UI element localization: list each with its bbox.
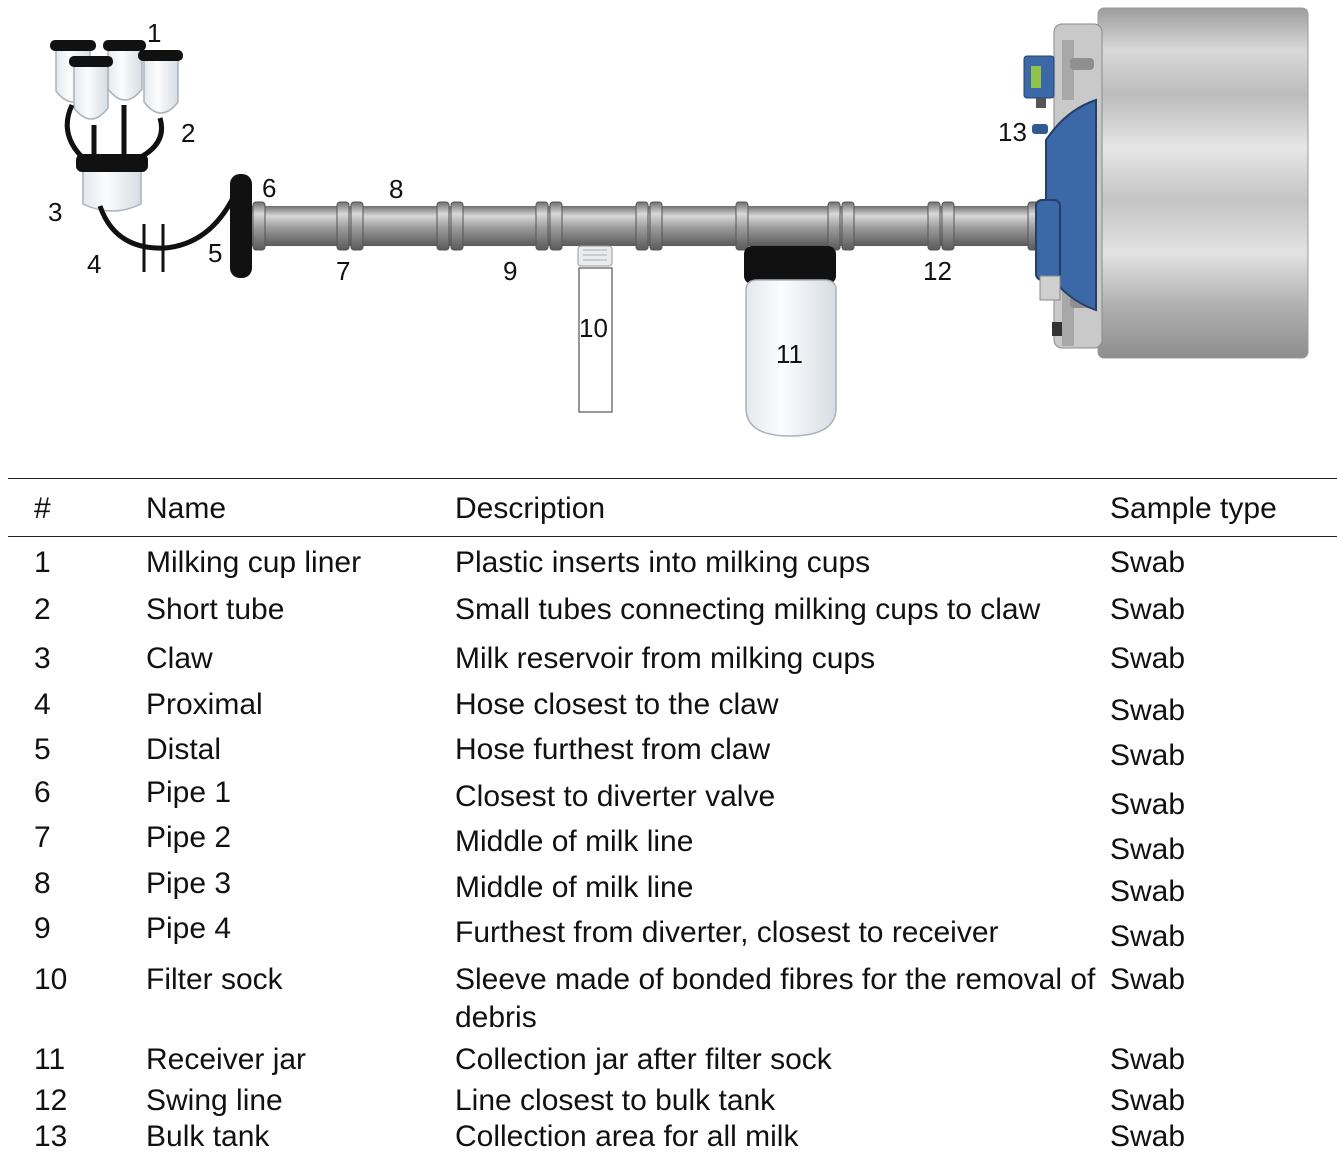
milking-system-diagram: 1 2 3 4 5 6 7 8 9 10 11 12 13: [48, 7, 1309, 437]
receiver-jar: [744, 246, 837, 437]
cell-description: Middle of milk line: [455, 871, 694, 904]
cell-name: Milking cup liner: [146, 546, 362, 579]
cell-number: 11: [34, 1043, 66, 1076]
cell-name: Pipe 1: [146, 776, 232, 809]
label-3: 3: [48, 197, 62, 227]
cell-description: Line closest to bulk tank: [455, 1084, 776, 1117]
label-10: 10: [579, 313, 608, 343]
cell-sample-type: Swab: [1110, 833, 1186, 866]
cell-sample-type: Swab: [1110, 1120, 1186, 1153]
cell-description: Collection area for all milk: [455, 1120, 799, 1153]
cell-description: Hose closest to the claw: [455, 688, 779, 721]
cell-sample-type: Swab: [1110, 920, 1186, 953]
cell-number: 2: [34, 593, 51, 626]
label-4: 4: [87, 249, 101, 279]
cell-name: Proximal: [146, 688, 263, 721]
label-11: 11: [776, 339, 803, 369]
cell-description: Middle of milk line: [455, 825, 694, 858]
cell-description: Collection jar after filter sock: [455, 1043, 832, 1076]
cell-number: 1: [34, 546, 51, 579]
table-header-rule: [8, 536, 1337, 537]
cell-name: Receiver jar: [146, 1043, 307, 1076]
cell-number: 6: [34, 776, 51, 809]
cell-name: Claw: [146, 642, 213, 675]
label-5: 5: [208, 238, 222, 268]
table-top-rule: [8, 478, 1337, 479]
cell-description: Small tubes connecting milking cups to c…: [455, 593, 1041, 626]
long-hose: [97, 194, 237, 272]
cell-description: Sleeve made of bonded fibres for the rem…: [455, 963, 1096, 1034]
cell-description: Closest to diverter valve: [455, 780, 776, 813]
label-9: 9: [503, 256, 517, 286]
cell-number: 7: [34, 821, 51, 854]
milking-cups: [50, 40, 183, 120]
cell-sample-type: Swab: [1110, 875, 1186, 908]
cell-number: 3: [34, 642, 51, 675]
distal-valve: [230, 174, 252, 278]
header-sample-type: Sample type: [1110, 492, 1277, 525]
label-7: 7: [336, 256, 350, 286]
cell-sample-type: Swab: [1110, 694, 1186, 727]
cell-name: Distal: [146, 733, 222, 766]
filter-sock: [577, 245, 613, 413]
cell-sample-type: Swab: [1110, 788, 1186, 821]
cell-number: 9: [34, 912, 51, 945]
header-name: Name: [146, 492, 227, 525]
cell-sample-type: Swab: [1110, 1084, 1186, 1117]
cell-number: 12: [34, 1084, 68, 1117]
cell-name: Short tube: [146, 593, 285, 626]
cell-number: 13: [34, 1120, 68, 1153]
label-2: 2: [181, 118, 195, 148]
cell-sample-type: Swab: [1110, 642, 1186, 675]
header-number: #: [34, 492, 51, 525]
cell-sample-type: Swab: [1110, 1043, 1186, 1076]
cell-number: 5: [34, 733, 51, 766]
claw: [76, 154, 148, 212]
cell-number: 8: [34, 867, 51, 900]
bulk-tank: [1023, 7, 1309, 359]
cell-name: Pipe 2: [146, 821, 232, 854]
cell-description: Furthest from diverter, closest to recei…: [455, 916, 999, 949]
cell-sample-type: Swab: [1110, 593, 1186, 626]
label-13: 13: [998, 117, 1027, 147]
cell-name: Filter sock: [146, 963, 283, 996]
cell-name: Bulk tank: [146, 1120, 270, 1153]
label-1: 1: [147, 18, 161, 48]
cell-description: Hose furthest from claw: [455, 733, 771, 766]
cell-sample-type: Swab: [1110, 963, 1186, 996]
milk-line-pipe: [252, 201, 1042, 251]
cell-number: 4: [34, 688, 51, 721]
label-12: 12: [923, 256, 952, 286]
cell-name: Pipe 3: [146, 867, 232, 900]
label-8: 8: [389, 174, 403, 204]
cell-name: Pipe 4: [146, 912, 232, 945]
cell-sample-type: Swab: [1110, 739, 1186, 772]
cell-sample-type: Swab: [1110, 546, 1186, 579]
cell-description: Plastic inserts into milking cups: [455, 546, 871, 579]
diagram-labels: 1 2 3 4 5 6 7 8 9 10 11 12 13: [48, 18, 1027, 369]
label-6: 6: [262, 173, 276, 203]
cell-name: Swing line: [146, 1084, 283, 1117]
header-description: Description: [455, 492, 606, 525]
cell-description: Milk reservoir from milking cups: [455, 642, 876, 675]
cell-number: 10: [34, 963, 68, 996]
